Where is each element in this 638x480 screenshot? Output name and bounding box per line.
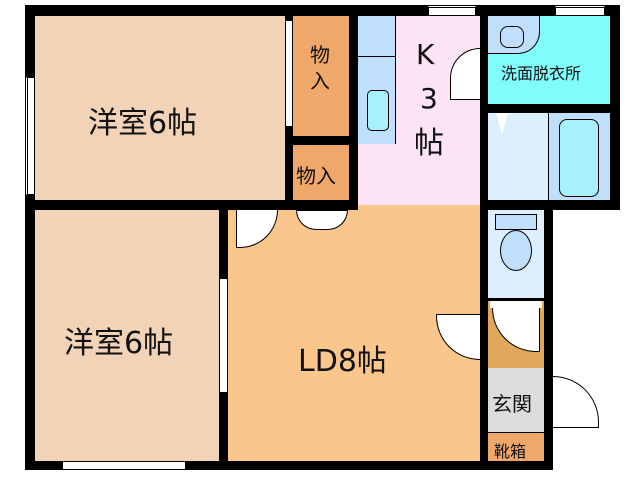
western-room-2-label: 洋室6帖 [64, 326, 174, 361]
counter-divider [358, 56, 396, 57]
wall-entrance-right [544, 200, 553, 470]
closet-upper [293, 16, 349, 136]
wall-toilet-bottom [480, 298, 550, 301]
basin-bowl-icon [500, 26, 524, 48]
window-room1-left[interactable] [25, 77, 35, 195]
wall-top [25, 5, 620, 16]
front-door[interactable] [553, 376, 599, 428]
wall-room-divider-h [25, 200, 355, 210]
kitchen-label-3: 3 [420, 82, 438, 115]
western-room-1 [35, 16, 287, 202]
closet-lower [293, 145, 349, 203]
shower-icon [496, 113, 508, 135]
window-kitchen-top[interactable] [428, 5, 476, 16]
kitchen-label-k: K [416, 38, 435, 71]
window-wash-top[interactable] [555, 5, 605, 16]
toilet-door[interactable] [490, 300, 542, 308]
shoe-cabinet [488, 432, 544, 462]
toilet-bowl-icon [500, 230, 532, 271]
wall-kitchen-right [480, 5, 488, 470]
toilet-tank-icon [495, 214, 537, 230]
western-room-1-label: 洋室6帖 [88, 106, 198, 141]
wall-bottom [25, 461, 553, 470]
entrance [488, 368, 544, 432]
closet-upper-label: 物入 [310, 43, 330, 93]
window-room2-right[interactable] [219, 278, 228, 393]
sink-icon [367, 90, 389, 131]
living-dining [228, 205, 480, 462]
washroom-label: 洗面脱衣所 [501, 64, 582, 83]
wall-closet-divider [285, 136, 355, 145]
window-room1-right[interactable] [285, 20, 293, 127]
closet-lower-label: 物入 [296, 164, 336, 188]
wall-left [25, 5, 35, 470]
wall-wash-bath [480, 104, 620, 113]
bathtub-icon [559, 119, 599, 197]
shoe-cabinet-label: 靴箱 [494, 442, 527, 461]
entrance-label: 玄関 [492, 392, 532, 416]
wall-closet-right [349, 5, 358, 210]
window-room2-bottom[interactable] [62, 461, 186, 470]
kitchen-label-jo: 帖 [414, 126, 444, 161]
western-room-2 [35, 210, 219, 462]
living-dining-label: LD8帖 [298, 344, 387, 379]
